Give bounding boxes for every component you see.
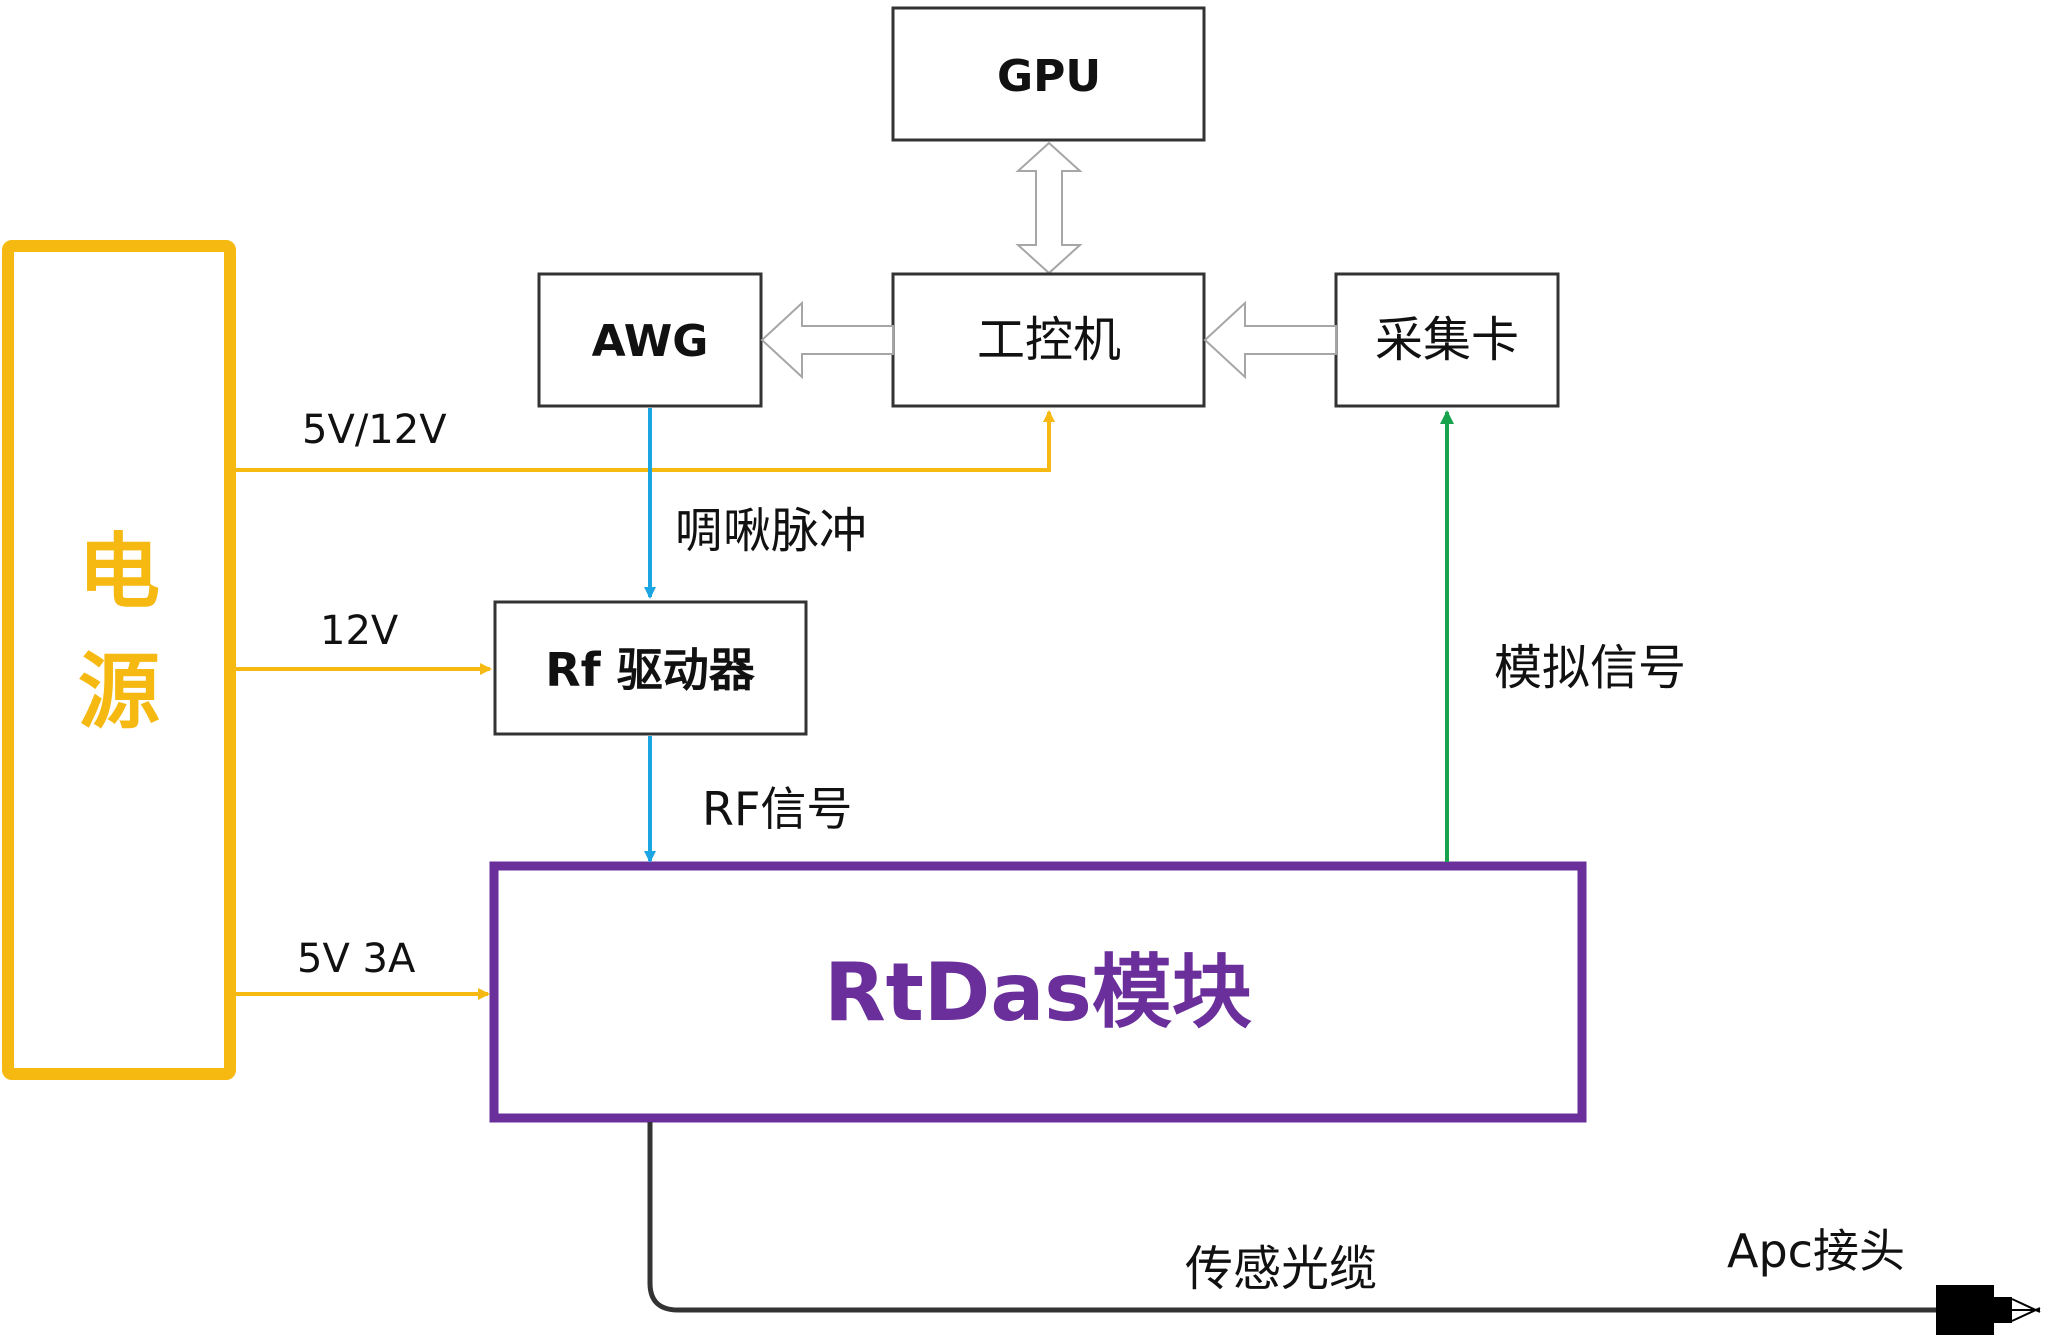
apc-connector-icon [1936, 1285, 2041, 1335]
gpu-box [891, 6, 1206, 142]
label-analog-signal: 模拟信号 [1494, 640, 1686, 696]
gpu-ipc-double-arrow [1015, 141, 1083, 275]
power-supply-label-char1: 电源 [78, 525, 160, 740]
label-apc-connector: Apc接头 [1727, 1224, 1905, 1278]
label-12v: 12V [320, 608, 399, 654]
sensing-fiber-cable [647, 1122, 1936, 1313]
ipc-box [891, 272, 1206, 408]
label-5v3a: 5V 3A [297, 936, 416, 982]
ipc-awg-hollow-arrow [760, 300, 894, 380]
rtdas-module-label: RtDas模块 [824, 946, 1252, 1039]
power-supply-box [2, 240, 236, 1080]
gpu-label: GPU [997, 51, 1101, 102]
label-rf-signal: RF信号 [702, 782, 852, 836]
rf-driver-box [493, 600, 808, 736]
daq-label: 采集卡 [1375, 312, 1519, 368]
awg-label: AWG [592, 316, 709, 367]
rf-driver-label: Rf 驱动器 [545, 643, 755, 697]
label-sensing-fiber-cable: 传感光缆 [1185, 1241, 1377, 1297]
power-line-5v12v [236, 410, 1055, 472]
rtdas-module-box [489, 861, 1587, 1123]
ipc-label: 工控机 [977, 312, 1121, 368]
label-5v12v: 5V/12V [302, 407, 447, 453]
label-chirp-pulse: 啁啾脉冲 [675, 503, 867, 559]
daq-ipc-hollow-arrow [1203, 300, 1337, 380]
